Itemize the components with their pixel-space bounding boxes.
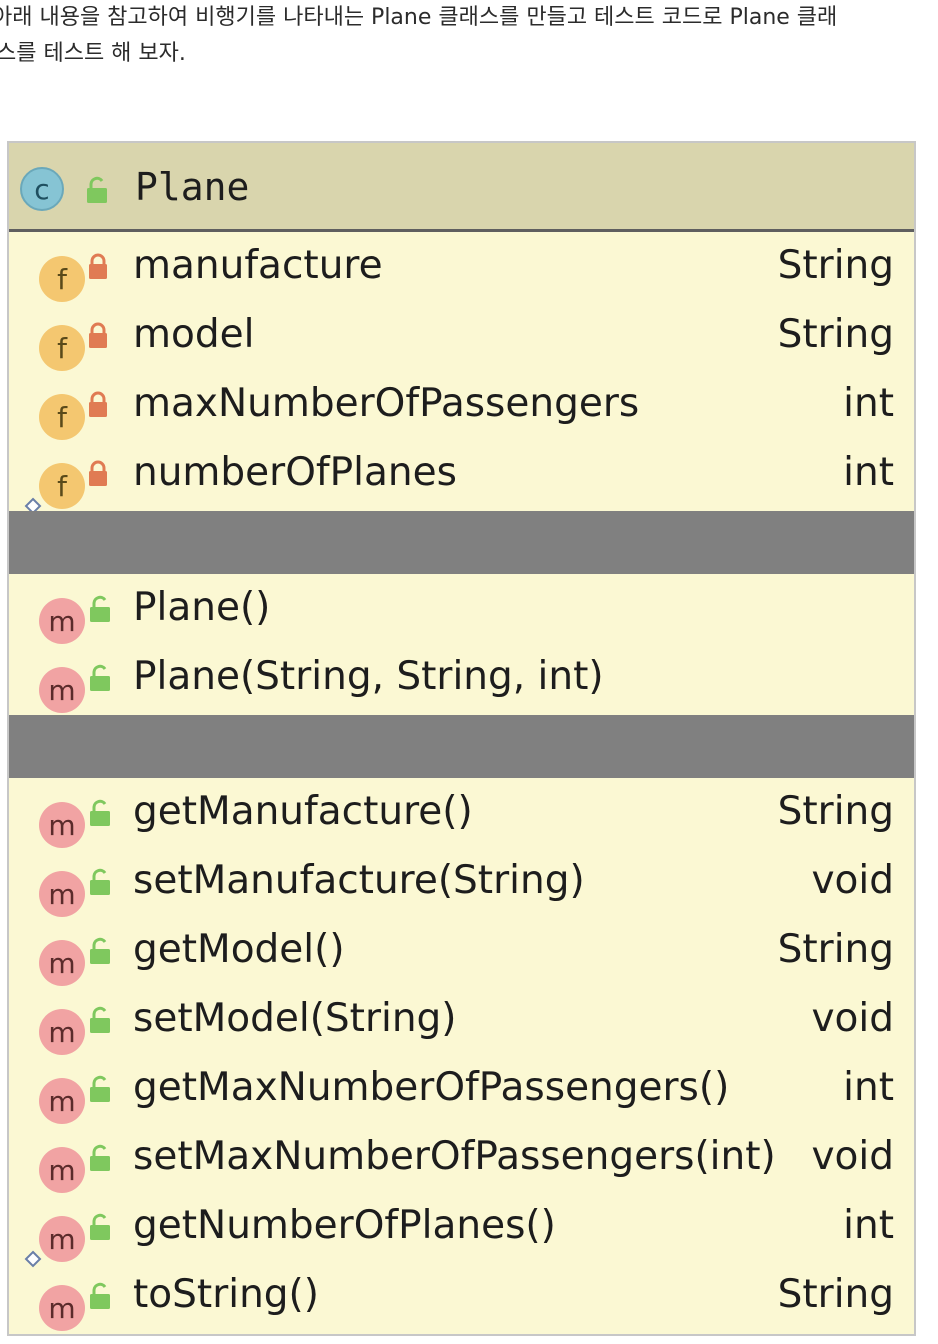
method-name: setMaxNumberOfPassengers(int) [133,1134,776,1179]
field-row: f numberOfPlanes int [9,439,914,515]
method-row: m getMaxNumberOfPassengers() int [9,1054,914,1124]
intro-line-1: 아래 내용을 참고하여 비행기를 나타내는 Plane 클래스를 만들고 테스트… [0,5,838,30]
method-badge-wrap: m [24,859,85,917]
method-badge-icon: m [39,1216,85,1262]
field-type: int [843,381,894,426]
public-lock-icon [90,799,110,826]
public-lock-icon [90,1213,110,1240]
method-type: String [777,789,894,834]
method-type: void [811,996,894,1041]
private-lock-icon [89,391,107,417]
constructor-name: Plane() [133,585,271,630]
method-badge-wrap: m [24,1066,85,1124]
method-badge-icon: m [39,1285,85,1331]
field-badge-icon: f [39,325,85,371]
field-badge-icon: f [39,256,85,302]
method-badge-icon: m [39,940,85,986]
field-name: manufacture [133,243,383,288]
section-divider [9,715,914,778]
method-type: int [843,1203,894,1248]
method-badge-icon: m [39,871,85,917]
constructor-row: m Plane() [9,574,914,644]
class-badge-icon: c [20,167,64,211]
constructor-badge-wrap: m [24,586,85,644]
static-marker-icon [24,1250,42,1268]
method-type: String [777,927,894,972]
field-name: maxNumberOfPassengers [133,381,640,426]
method-type: void [811,1134,894,1179]
field-type: int [843,450,894,495]
public-lock-icon [90,664,110,691]
constructor-badge-icon: m [39,598,85,644]
constructor-name: Plane(String, String, int) [133,654,604,699]
method-badge-wrap: m [24,790,85,848]
field-badge-wrap: f [24,313,85,371]
method-badge-icon: m [39,802,85,848]
method-badge-icon: m [39,1147,85,1193]
public-lock-icon [90,1075,110,1102]
method-badge-icon: m [39,1078,85,1124]
method-badge-wrap: m [24,1135,85,1193]
public-lock-icon [90,937,110,964]
method-type: void [811,858,894,903]
field-type: String [777,312,894,357]
intro-line-2: 스를 테스트 해 보자. [0,41,186,66]
method-name: getNumberOfPlanes() [133,1203,556,1248]
section-divider [9,511,914,574]
method-badge-wrap: m [24,1273,85,1331]
public-lock-icon [90,868,110,895]
field-name: numberOfPlanes [133,450,457,495]
method-row: m setMaxNumberOfPassengers(int) void [9,1123,914,1193]
method-badge-wrap: m [24,1204,85,1272]
method-row: m getNumberOfPlanes() int [9,1192,914,1268]
method-row: m toString() String [9,1261,914,1331]
method-badge-icon: m [39,1009,85,1055]
field-badge-wrap: f [24,451,85,519]
method-name: toString() [133,1272,319,1317]
field-badge-wrap: f [24,382,85,440]
public-lock-icon [90,1144,110,1171]
method-name: setModel(String) [133,996,457,1041]
field-row: f maxNumberOfPassengers int [9,370,914,440]
private-lock-icon [89,253,107,279]
field-name: model [133,312,255,357]
field-row: f model String [9,301,914,371]
field-badge-wrap: f [24,244,85,302]
method-row: m setModel(String) void [9,985,914,1055]
method-name: setManufacture(String) [133,858,585,903]
constructor-badge-wrap: m [24,655,85,713]
method-name: getModel() [133,927,345,972]
method-row: m setManufacture(String) void [9,847,914,917]
intro-text: 아래 내용을 참고하여 비행기를 나타내는 Plane 클래스를 만들고 테스트… [0,0,938,72]
method-type: int [843,1065,894,1110]
class-name: Plane [135,165,250,209]
method-name: getMaxNumberOfPassengers() [133,1065,730,1110]
class-header: c Plane [9,143,914,232]
public-lock-icon [87,176,107,203]
public-lock-icon [90,1006,110,1033]
method-name: getManufacture() [133,789,473,834]
private-lock-icon [89,460,107,486]
field-type: String [777,243,894,288]
method-badge-wrap: m [24,928,85,986]
field-row: f manufacture String [9,232,914,302]
method-row: m getModel() String [9,916,914,986]
public-lock-icon [90,1282,110,1309]
field-badge-icon: f [39,394,85,440]
method-row: m getManufacture() String [9,778,914,848]
method-badge-wrap: m [24,997,85,1055]
public-lock-icon [90,595,110,622]
method-type: String [777,1272,894,1317]
private-lock-icon [89,322,107,348]
field-badge-icon: f [39,463,85,509]
constructor-badge-icon: m [39,667,85,713]
constructor-row: m Plane(String, String, int) [9,643,914,713]
